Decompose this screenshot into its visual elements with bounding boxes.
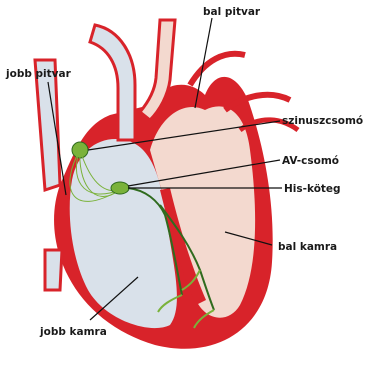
label-szinuszcsomo: szinuszcsomó <box>282 115 363 127</box>
label-his-koteg: His-köteg <box>284 183 341 195</box>
label-av-csomo: AV-csomó <box>282 155 339 167</box>
label-jobb-pitvar: jobb pitvar <box>5 68 72 80</box>
av-node-shape <box>111 182 129 194</box>
label-bal-pitvar: bal pitvar <box>203 6 261 18</box>
vena-cava-inferior <box>45 250 62 290</box>
label-jobb-kamra: jobb kamra <box>39 326 107 338</box>
label-bal-kamra: bal kamra <box>278 241 337 253</box>
